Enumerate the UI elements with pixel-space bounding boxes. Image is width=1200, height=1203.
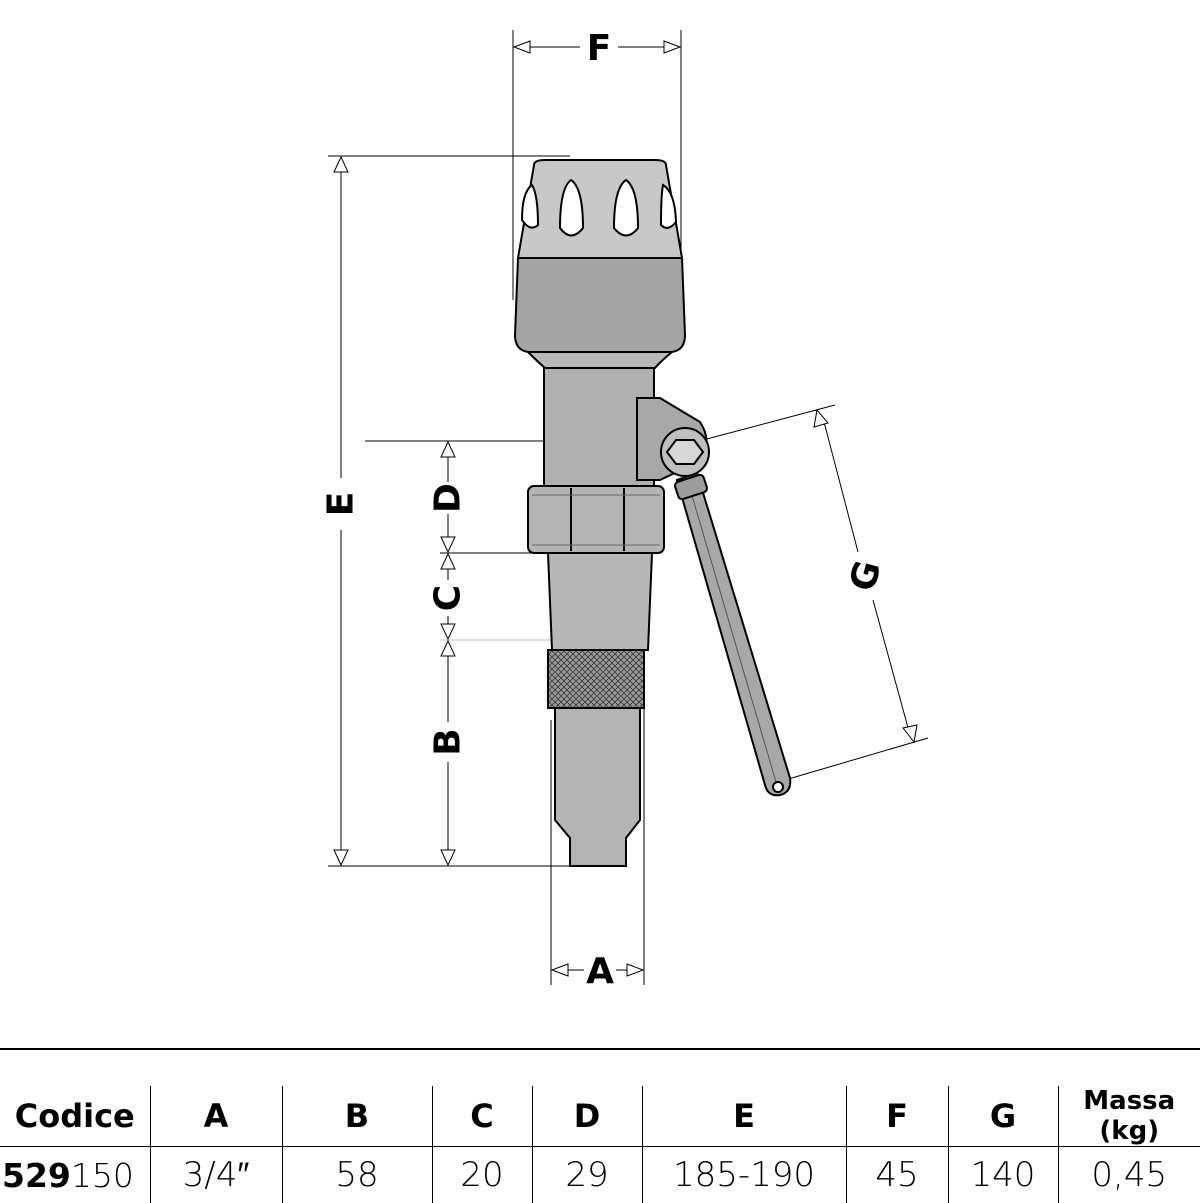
dim-label-g: G — [842, 556, 889, 595]
cell-e: 185-190 — [642, 1147, 846, 1203]
dim-label-a: A — [586, 951, 614, 992]
cell-a: 3/4″ — [150, 1147, 282, 1203]
valve-shank — [548, 553, 652, 650]
dim-label-d: D — [428, 483, 469, 513]
dim-label-f: F — [587, 28, 612, 69]
cell-d: 29 — [532, 1147, 642, 1203]
dimension-table: Codice A B C D E F G Massa (kg) 529150 3… — [0, 1086, 1200, 1203]
cell-c: 20 — [432, 1147, 532, 1203]
lever — [661, 428, 790, 795]
header-codice: Codice — [0, 1086, 150, 1147]
dim-label-b: B — [428, 728, 469, 755]
header-e: E — [642, 1086, 846, 1147]
valve-neck — [528, 352, 672, 368]
code-suffix: 150 — [71, 1156, 134, 1195]
table-header-row: Codice A B C D E F G Massa (kg) — [0, 1086, 1200, 1147]
header-f: F — [846, 1086, 948, 1147]
code-prefix: 529 — [2, 1156, 71, 1195]
valve-technical-drawing: F E D C B A G — [0, 0, 1200, 1040]
valve-body — [515, 160, 707, 866]
cell-f: 45 — [846, 1147, 948, 1203]
valve-cap — [518, 160, 682, 258]
dim-label-e: E — [321, 492, 362, 517]
hex-socket-icon — [667, 440, 703, 464]
header-b: B — [282, 1086, 432, 1147]
dim-label-c: C — [428, 585, 469, 611]
spec-table: Codice A B C D E F G Massa (kg) 529150 3… — [0, 1048, 1200, 1200]
cell-codice: 529150 — [0, 1147, 150, 1203]
thread-section — [548, 650, 644, 708]
table-row: 529150 3/4″ 58 20 29 185-190 45 140 0,45 — [0, 1147, 1200, 1203]
header-massa: Massa (kg) — [1058, 1086, 1200, 1147]
valve-tip — [555, 708, 640, 866]
hex-nut — [528, 486, 664, 553]
cap-band — [515, 258, 685, 352]
header-a: A — [150, 1086, 282, 1147]
cell-b: 58 — [282, 1147, 432, 1203]
cell-massa: 0,45 — [1058, 1147, 1200, 1203]
header-d: D — [532, 1086, 642, 1147]
table-top-rule — [0, 1048, 1200, 1050]
header-c: C — [432, 1086, 532, 1147]
cell-g: 140 — [948, 1147, 1058, 1203]
header-g: G — [948, 1086, 1058, 1147]
